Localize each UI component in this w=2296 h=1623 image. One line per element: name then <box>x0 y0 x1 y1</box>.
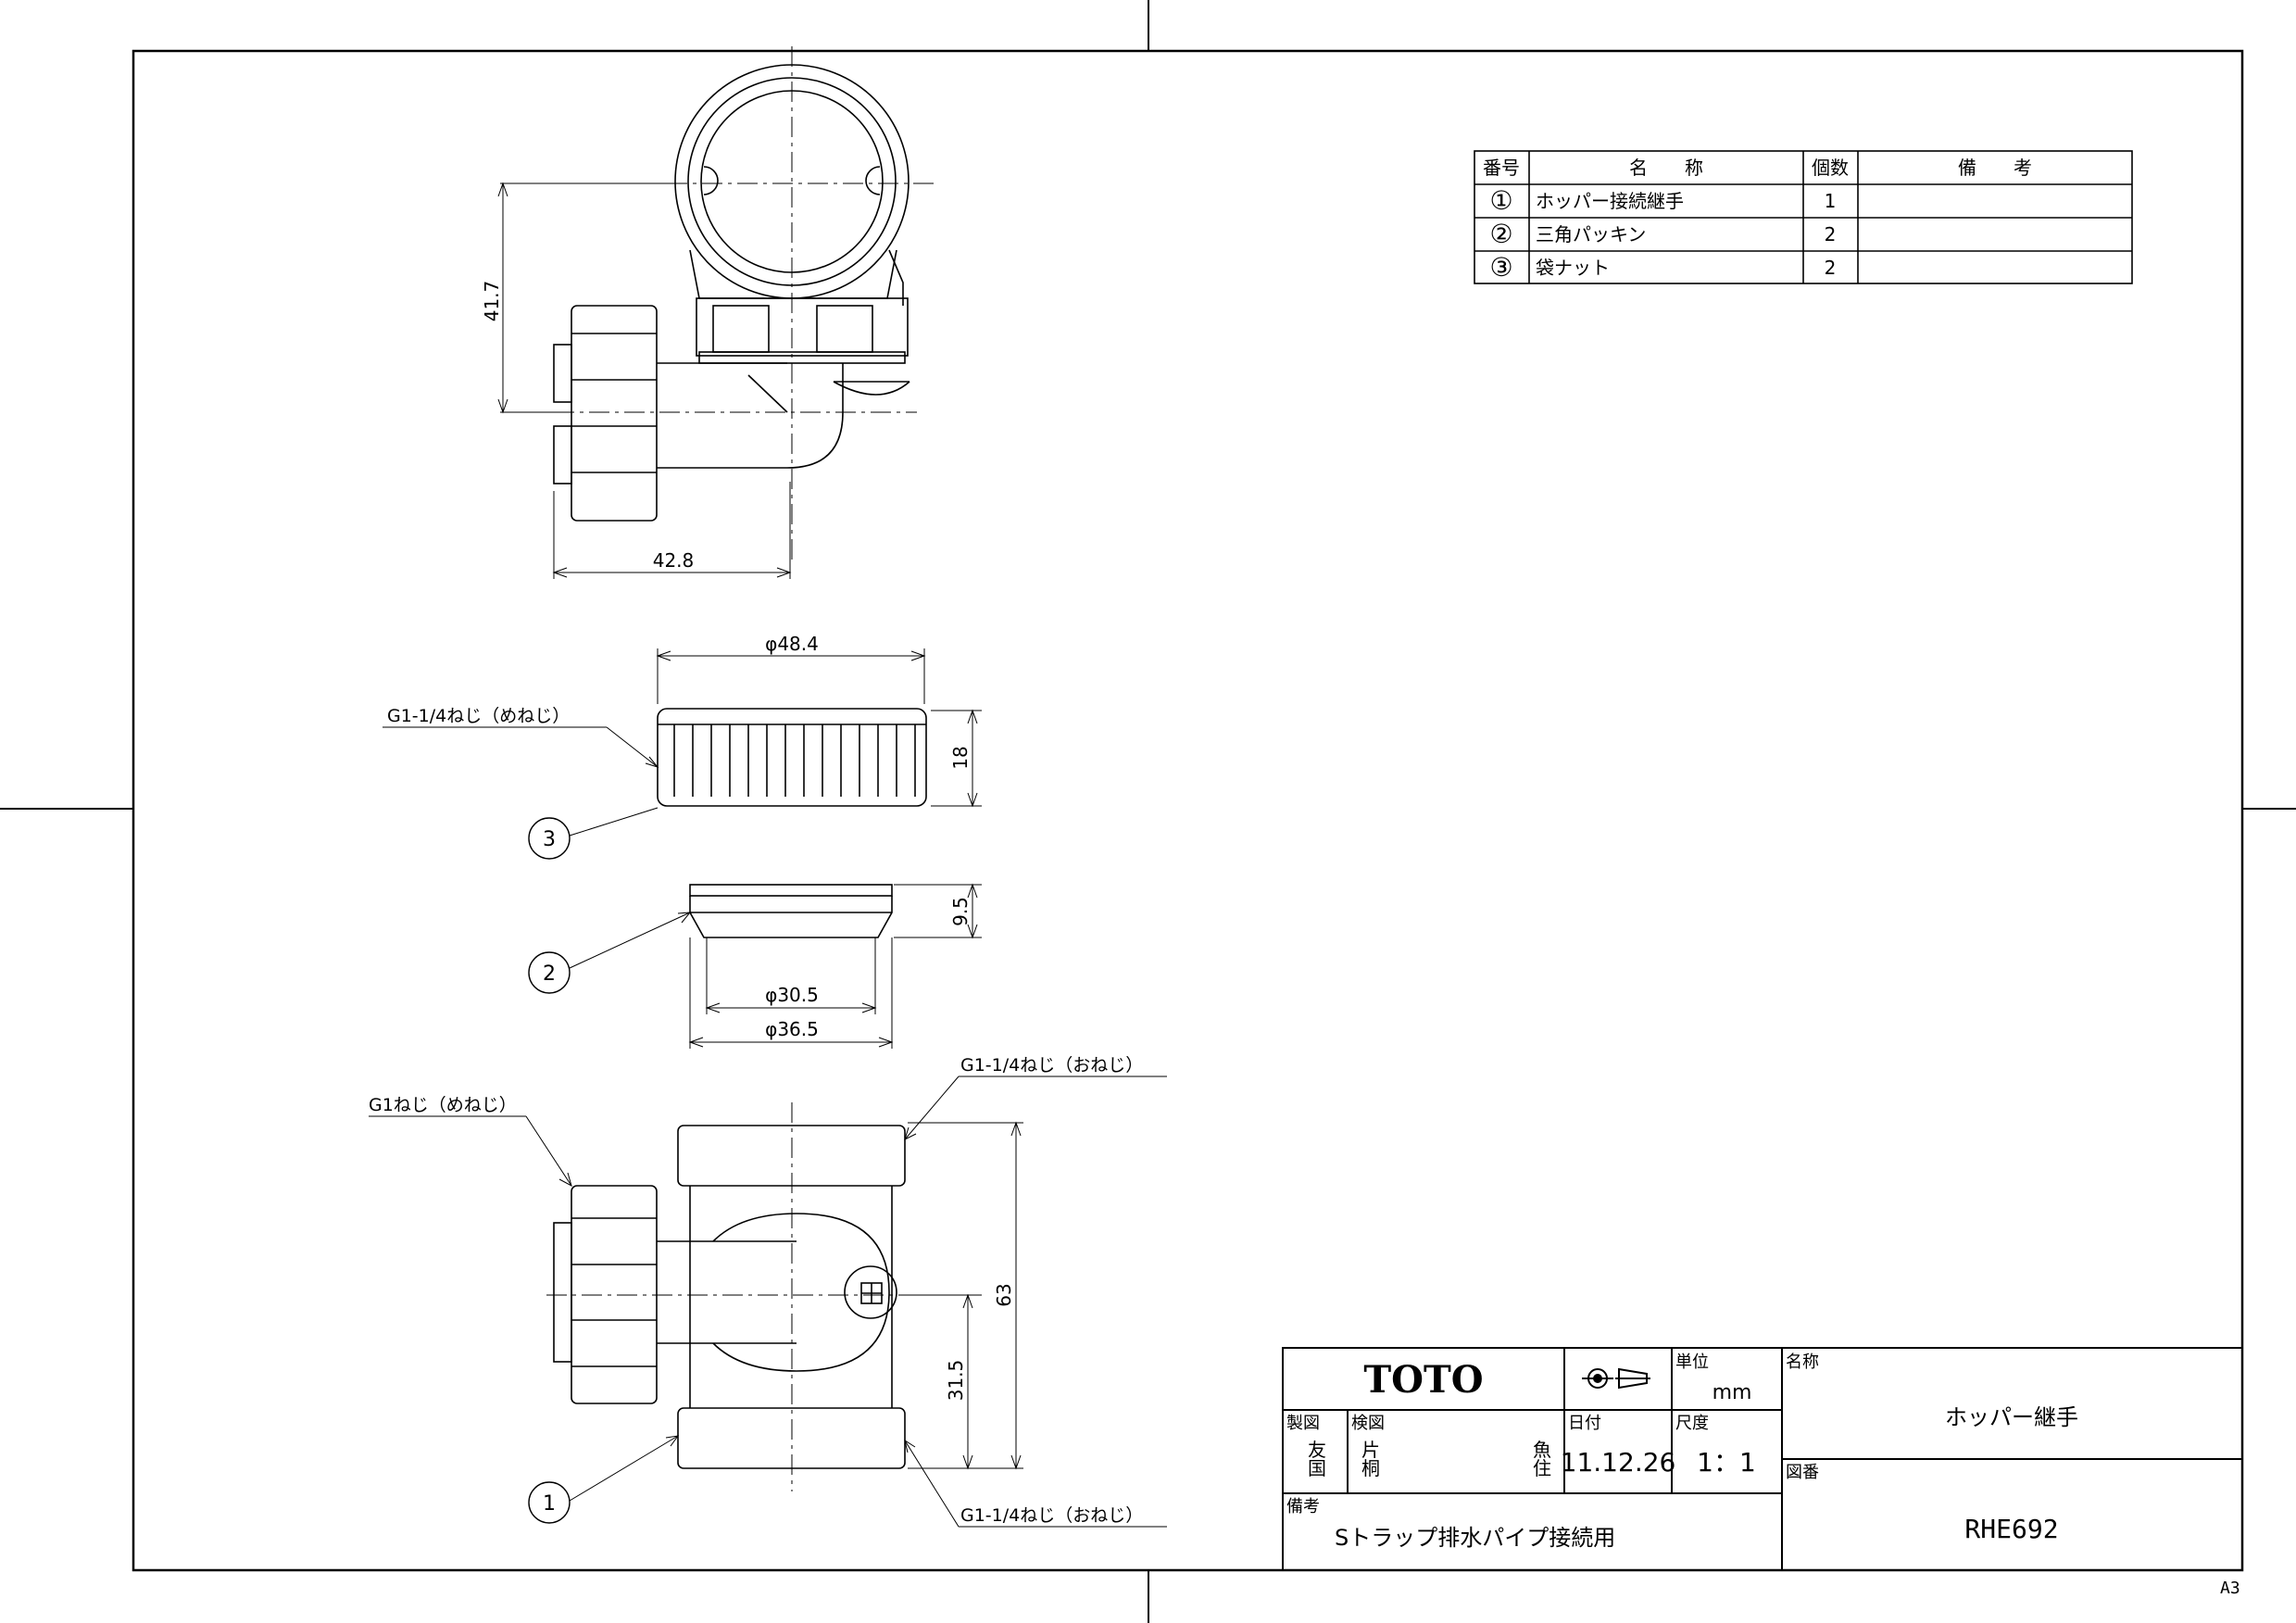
bottom-view-dimensions <box>369 1076 1167 1528</box>
checked-label: 検図 <box>1351 1414 1385 1433</box>
remarks-label: 備考 <box>1286 1497 1320 1516</box>
checked-name-4: 住 <box>1533 1457 1551 1479</box>
parts-header-qty: 個数 <box>1812 157 1849 179</box>
checked-name-2: 桐 <box>1361 1457 1380 1479</box>
unit-label: 単位 <box>1675 1352 1709 1372</box>
parts-header-no: 番号 <box>1483 157 1520 179</box>
parts-row-2-no: ② <box>1489 219 1512 249</box>
joint-bottom-view <box>553 1125 906 1469</box>
dim-31-5: 31.5 <box>945 1360 967 1402</box>
packing-dimensions <box>569 883 982 1049</box>
parts-row-1-qty: 1 <box>1825 190 1837 212</box>
dim-9-5: 9.5 <box>949 897 972 926</box>
dimension-labels: 41.7 42.8 φ48.4 18 9.5 φ30.5 φ36.5 63 31… <box>481 281 1015 1402</box>
bottom-view-centerlines <box>546 1102 908 1491</box>
name-value: ホッパー継手 <box>1945 1404 2078 1430</box>
dim-18: 18 <box>949 746 972 769</box>
callout-left-thread: G1ねじ（めねじ） <box>369 1095 517 1115</box>
callout-labels: G1-1/4ねじ（めねじ） G1-1/4ねじ（おねじ） G1ねじ（めねじ） G1… <box>369 706 1143 1526</box>
parts-row-3-qty: 2 <box>1825 257 1837 279</box>
date-label: 日付 <box>1568 1414 1601 1433</box>
top-view-centerlines <box>519 46 935 565</box>
part-balloons <box>528 817 571 1524</box>
packing-view <box>689 884 893 938</box>
cap-nut-view <box>657 708 927 807</box>
parts-header-note: 備 考 <box>1958 157 2032 179</box>
dim-42-8: 42.8 <box>653 549 695 572</box>
name-label: 名称 <box>1786 1352 1819 1372</box>
nut-dimensions <box>383 648 982 837</box>
drawing-no-value: RHE692 <box>1964 1514 2058 1544</box>
callout-nut-thread: G1-1/4ねじ（めねじ） <box>387 706 570 726</box>
parts-row-2-name: 三角パッキン <box>1536 223 1646 245</box>
dim-36-5: φ36.5 <box>765 1018 819 1040</box>
balloon-3-label: 3 <box>543 828 556 851</box>
remarks-value: Sトラップ排水パイプ接続用 <box>1335 1525 1615 1551</box>
callout-top-right-thread: G1-1/4ねじ（おねじ） <box>960 1055 1143 1076</box>
scale-value: 1：1 <box>1697 1447 1756 1478</box>
date-value: 11.12.26 <box>1561 1447 1676 1478</box>
dim-30-5: φ30.5 <box>765 984 819 1006</box>
dim-48-4: φ48.4 <box>765 633 819 655</box>
scale-label: 尺度 <box>1675 1414 1709 1433</box>
parts-row-3-no: ③ <box>1489 252 1512 283</box>
unit-value: mm <box>1713 1381 1752 1404</box>
drawn-name-2: 国 <box>1308 1457 1326 1479</box>
drawing-no-label: 図番 <box>1786 1463 1819 1482</box>
drawn-name-1: 友 <box>1308 1439 1326 1461</box>
dim-63: 63 <box>993 1283 1015 1306</box>
title-block-grid <box>1282 1347 2243 1571</box>
brand-logo: TOTO <box>1363 1358 1483 1402</box>
top-view-dimensions <box>497 182 792 579</box>
checked-name-1: 片 <box>1361 1439 1380 1461</box>
parts-table-grid <box>1474 150 2133 284</box>
drawn-label: 製図 <box>1286 1414 1320 1433</box>
parts-row-1-no: ① <box>1489 185 1512 216</box>
title-block-text: TOTO 単位 mm 名称 ホッパー継手 製図 友 国 検図 片 桐 魚 住 日… <box>1286 1352 2240 1598</box>
parts-table-text: 番号 名 称 個数 備 考 ① ホッパー接続継手 1 ② 三角パッキン 2 ③ … <box>1483 157 2032 283</box>
parts-header-name: 名 称 <box>1629 157 1703 179</box>
top-view <box>553 64 910 522</box>
parts-row-3-name: 袋ナット <box>1536 257 1610 279</box>
dim-41-7: 41.7 <box>481 281 503 322</box>
projection-symbol-icon <box>1582 1367 1650 1390</box>
sheet-size: A3 <box>2220 1579 2240 1598</box>
balloon-2-label: 2 <box>543 962 556 986</box>
checked-name-3: 魚 <box>1533 1439 1551 1461</box>
balloon-1-label: 1 <box>543 1492 556 1516</box>
parts-row-2-qty: 2 <box>1825 223 1837 245</box>
parts-row-1-name: ホッパー接続継手 <box>1536 190 1684 212</box>
callout-bottom-right-thread: G1-1/4ねじ（おねじ） <box>960 1505 1143 1526</box>
